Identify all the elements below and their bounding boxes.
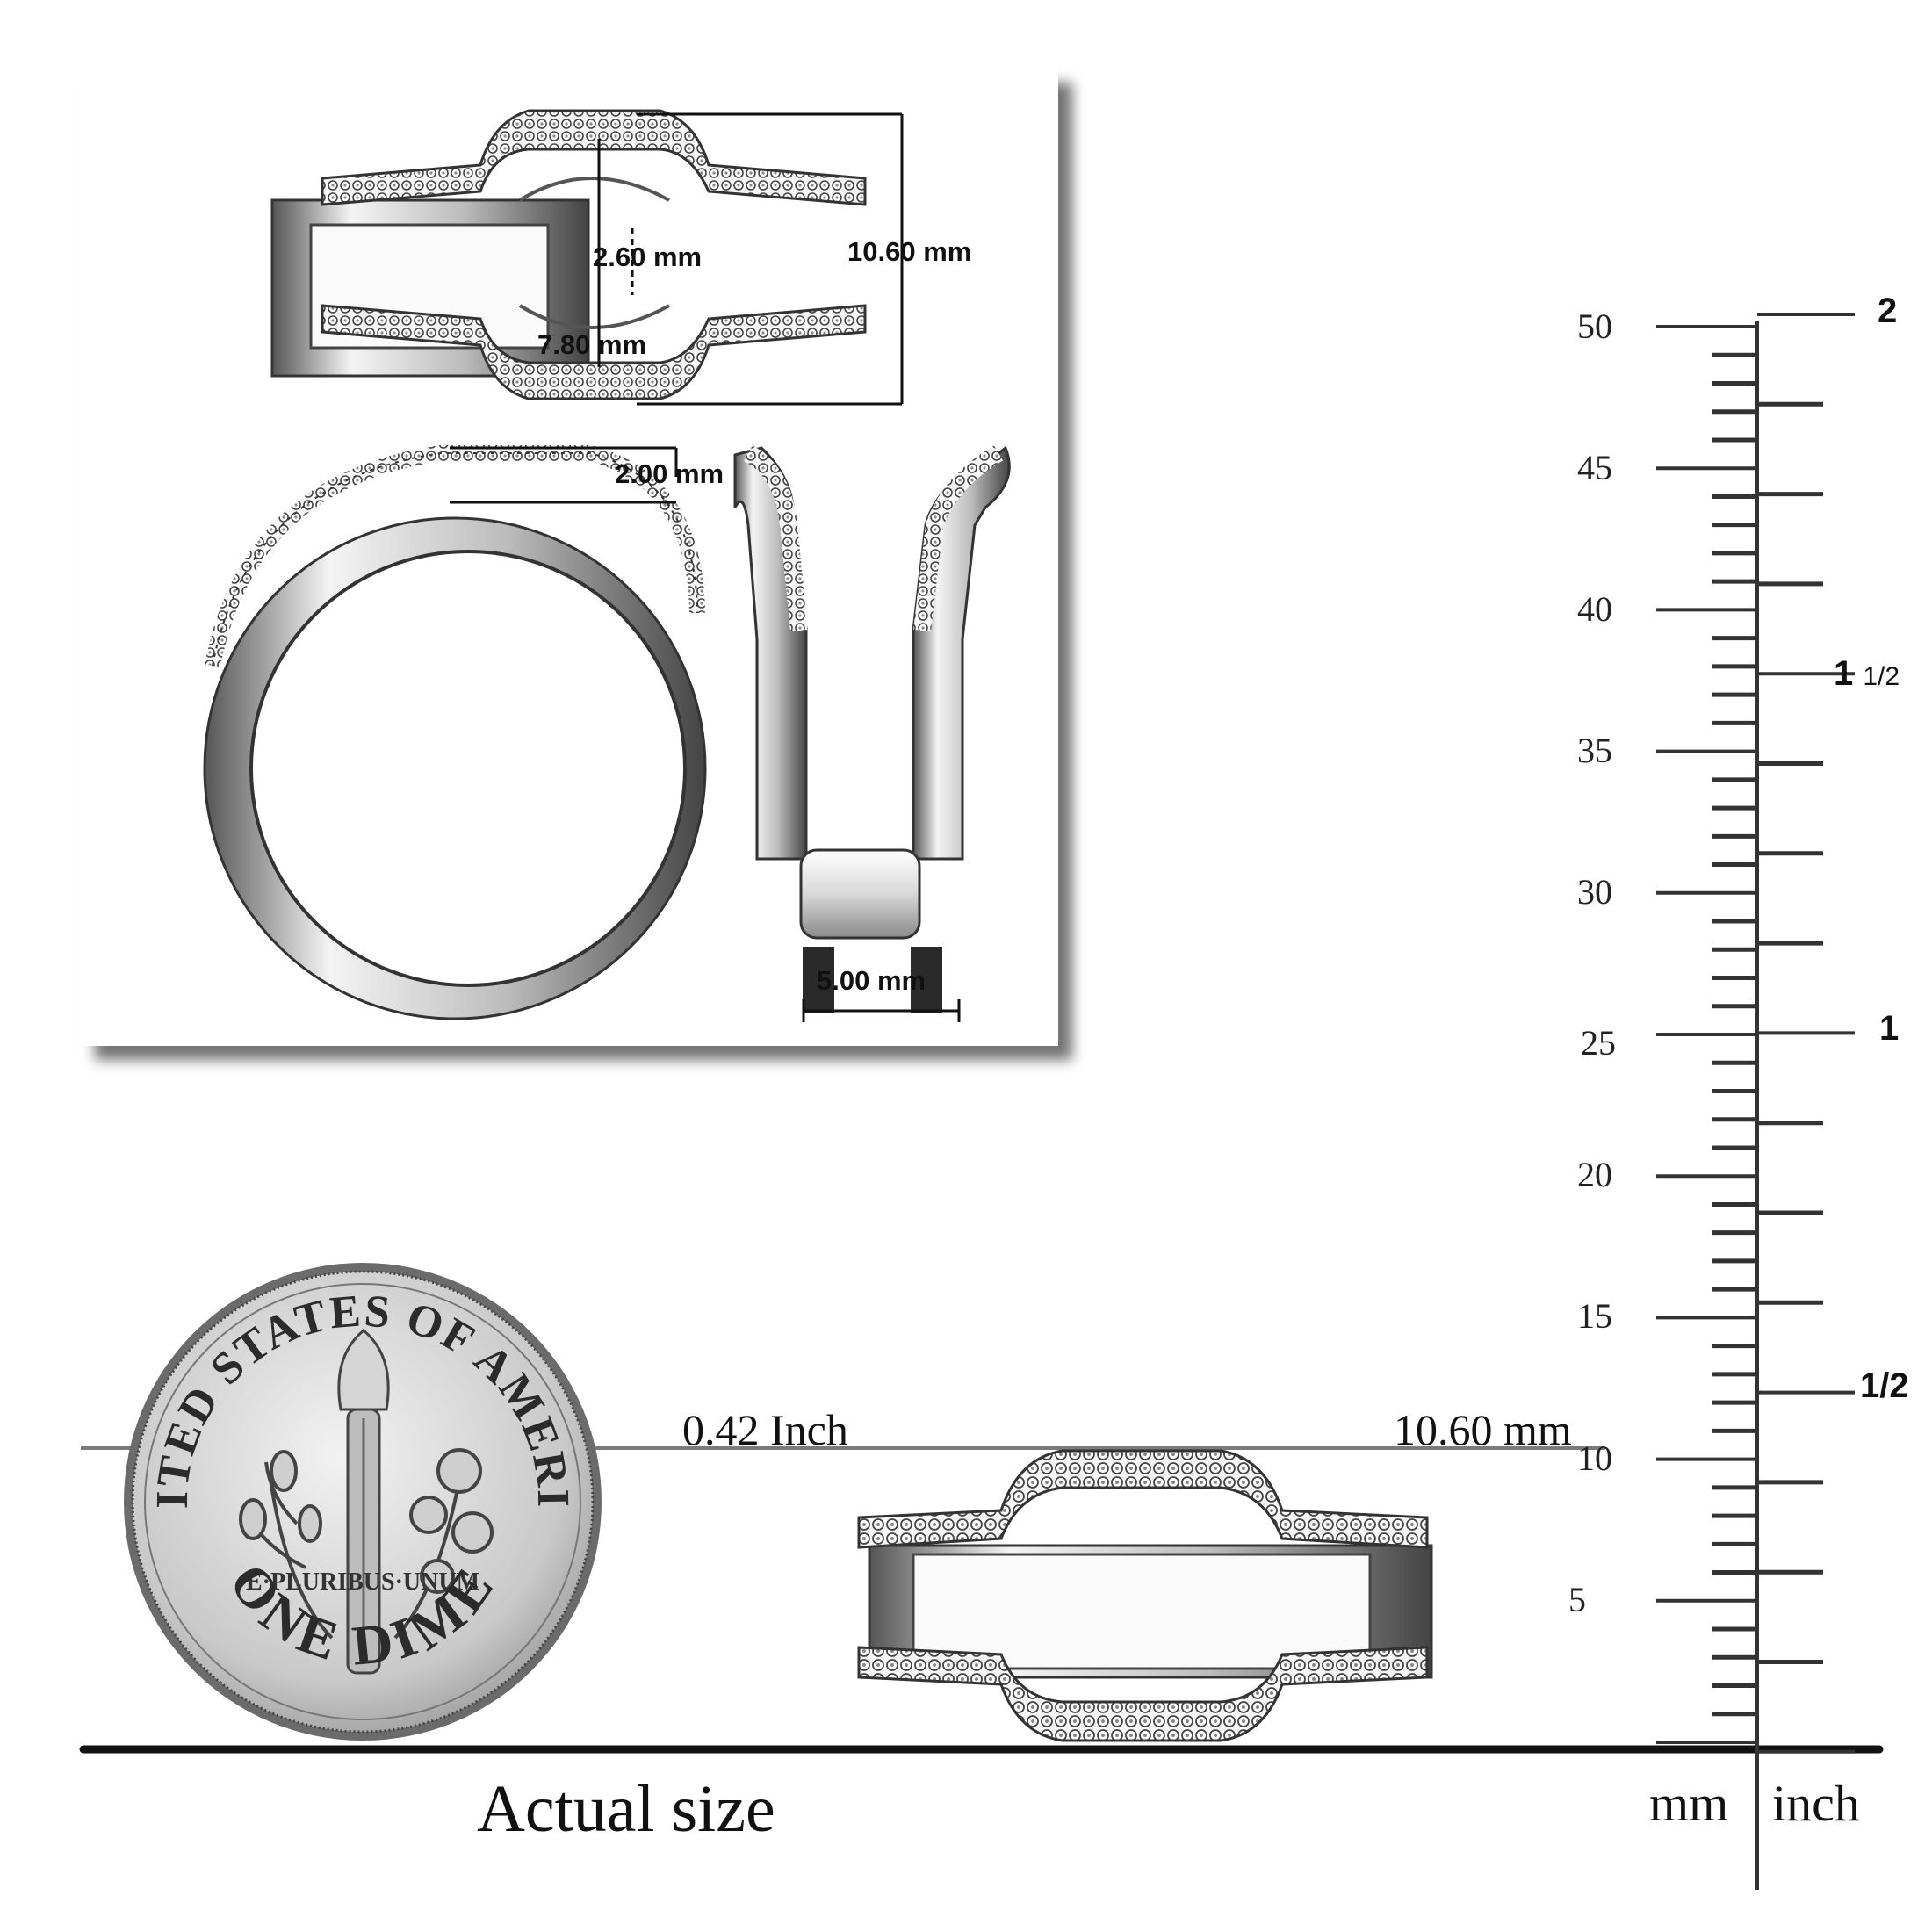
actual-size-caption: Actual size <box>477 1772 775 1846</box>
actual-size-ring <box>857 1449 1433 1742</box>
ruler-unit-mm: mm <box>1649 1775 1729 1832</box>
mm-label-5: 5 <box>1568 1580 1586 1619</box>
profile-view <box>733 445 1011 1013</box>
torch-icon <box>337 1329 390 1675</box>
coin-motto: E·PLURIBUS·UNUM <box>246 1568 479 1596</box>
front-view <box>270 109 867 400</box>
mm-reference-label: 10.60 mm <box>1394 1405 1572 1454</box>
dimension-panel: 2.60 mm 10.60 mm 7.80 mm 2.00 mm 5.00 mm <box>81 68 1058 1046</box>
mm-label-35: 35 <box>1577 731 1612 770</box>
band-width-dimension-label: 2.00 mm <box>615 458 724 489</box>
side-dimension-lines <box>450 446 678 504</box>
mm-label-50: 50 <box>1577 306 1612 346</box>
height-dimension-label: 10.60 mm <box>847 236 972 267</box>
mm-label-20: 20 <box>1577 1155 1612 1194</box>
gap-dimension-label: 2.60 mm <box>593 242 703 272</box>
inch-label-half: 1/2 <box>1860 1366 1909 1405</box>
inner-width-dimension-label: 7.80 mm <box>537 329 647 360</box>
mm-label-45: 45 <box>1577 448 1612 487</box>
inch-label-2: 2 <box>1878 292 1898 330</box>
inch-ticks <box>1757 313 1855 1754</box>
mm-ticks <box>1656 325 1757 1744</box>
inch-label-1: 1 <box>1879 1009 1900 1048</box>
dime-coin: UNITED STATES OF AMERICA E·PLURIBUS·UNUM… <box>121 1260 602 1741</box>
mm-label-15: 15 <box>1577 1296 1612 1336</box>
inch-reference-label: 0.42 Inch <box>682 1405 848 1454</box>
profile-dimension-lines <box>802 999 961 1022</box>
oak-branch-icon <box>393 1448 494 1640</box>
mm-label-25: 25 <box>1581 1023 1616 1063</box>
ruler-unit-inch: inch <box>1772 1775 1860 1832</box>
mm-label-30: 30 <box>1577 872 1612 912</box>
mm-label-40: 40 <box>1577 589 1612 629</box>
inch-label-1-half: 1 1/2 <box>1834 654 1900 693</box>
mm-label-10: 10 <box>1577 1438 1612 1478</box>
side-view <box>203 445 707 1020</box>
base-width-dimension-label: 5.00 mm <box>817 965 926 996</box>
olive-branch-icon <box>239 1450 334 1640</box>
ring-guard-views <box>203 109 1011 1022</box>
front-dimension-lines <box>597 112 904 406</box>
ruler <box>1656 313 1855 1890</box>
